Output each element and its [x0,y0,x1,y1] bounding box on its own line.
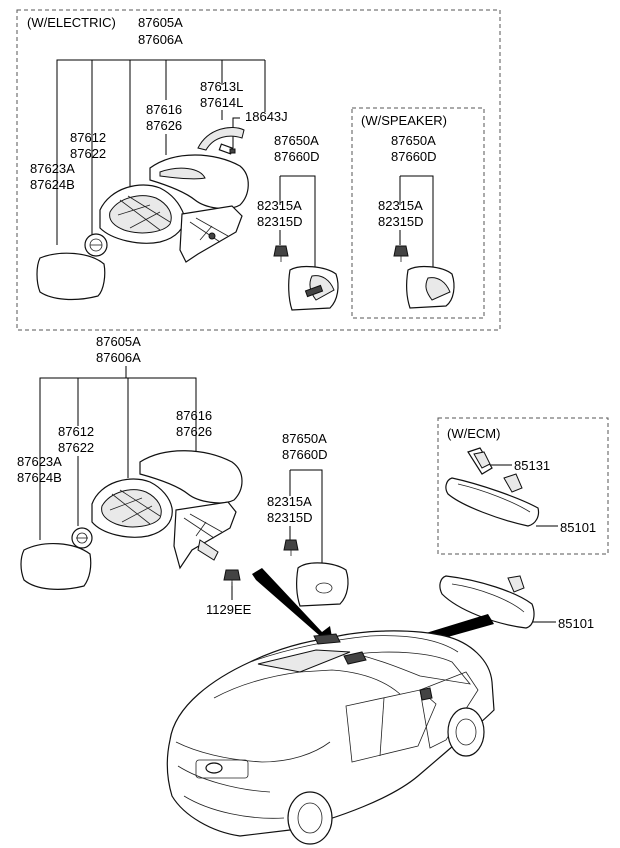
front-wheel-icon [447,707,485,757]
label-m-mirror-1: 87605A [96,334,141,349]
electric-group-title: (W/ELECTRIC) [27,15,116,30]
speaker-garnish [406,265,455,309]
electric-lamp-cover [197,126,245,151]
manual-mirror-glass [20,543,92,590]
ecm-mirror [445,473,540,527]
label-e-mirror-2: 87606A [138,32,183,47]
speaker-clip [393,245,409,262]
inside-mirror [439,575,535,629]
label-m-glass-2: 87624B [17,470,62,485]
electric-garnish [288,265,339,311]
label-e-mirror-1: 87605A [138,15,183,30]
electric-mirror-base [179,205,243,263]
ecm-cover [467,447,493,475]
label-e-clip-1: 82315A [257,198,302,213]
rear-wheel-icon [287,791,333,845]
electric-clip [273,245,289,262]
electric-mirror-housing [99,184,185,244]
label-s-clip-1: 82315A [378,198,423,213]
manual-garnish [296,562,349,607]
speaker-leader-lines [399,175,434,270]
label-ecm-mirror: 85101 [560,520,596,535]
manual-actuator [71,527,93,549]
label-e-glass-1: 87623A [30,161,75,176]
label-e-garnish-1: 87650A [274,133,319,148]
ecm-group-title: (W/ECM) [447,426,500,441]
speaker-group-box [351,107,485,319]
label-m-garnish-1: 87650A [282,431,327,446]
manual-leader-lines [39,366,323,600]
label-e-garnish-2: 87660D [274,149,320,164]
label-m-bolt: 1129EE [206,602,252,617]
manual-mirror-housing [91,478,173,538]
car-illustration [166,630,495,845]
manual-clip [283,539,299,556]
electric-actuator [84,233,108,257]
label-ecm-cover: 85131 [514,458,550,473]
label-m-garnish-2: 87660D [282,447,328,462]
label-e-cap-1: 87616 [146,102,182,117]
label-e-cover-2: 87614L [200,95,243,110]
label-e-clip-2: 82315D [257,214,303,229]
label-m-mirror-2: 87606A [96,350,141,365]
electric-side-lamp [218,143,236,155]
label-e-actuator-2: 87622 [70,146,106,161]
label-s-clip-2: 82315D [378,214,424,229]
electric-group-box [16,9,501,331]
label-s-garnish-2: 87660D [391,149,437,164]
label-e-glass-2: 87624B [30,177,75,192]
label-e-actuator-1: 87612 [70,130,106,145]
label-m-actuator-2: 87622 [58,440,94,455]
manual-mirror-base [173,501,237,570]
mirror-pointer-arrow [252,568,334,648]
electric-leader-lines [56,59,316,268]
manual-bolt [223,569,241,586]
label-m-actuator-1: 87612 [58,424,94,439]
electric-mirror-glass [36,252,106,301]
label-m-clip-1: 82315A [267,494,312,509]
label-inside-mirror: 85101 [558,616,594,631]
speaker-group-title: (W/SPEAKER) [361,113,447,128]
manual-mirror-cap [139,450,243,504]
label-m-cap-1: 87616 [176,408,212,423]
ecm-group-box [437,417,609,555]
label-m-clip-2: 82315D [267,510,313,525]
label-e-cover-1: 87613L [200,79,243,94]
label-e-cap-2: 87626 [146,118,182,133]
label-m-cap-2: 87626 [176,424,212,439]
label-e-lamp: 18643J [245,109,288,124]
label-s-garnish-1: 87650A [391,133,436,148]
